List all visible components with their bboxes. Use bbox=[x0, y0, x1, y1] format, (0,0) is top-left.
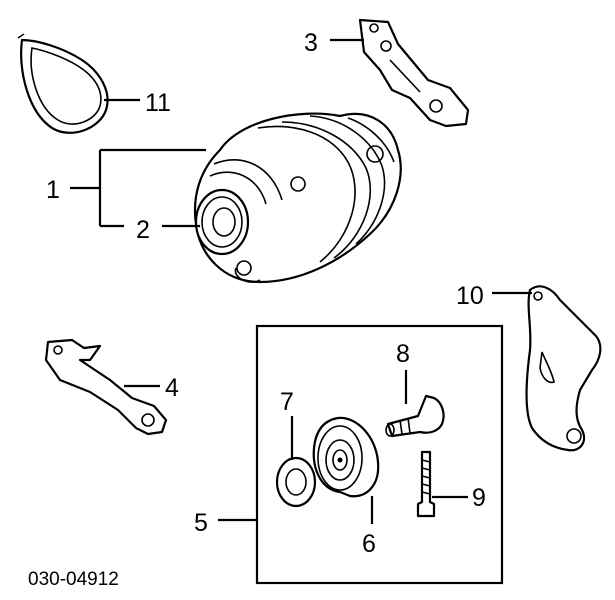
callout-9: 9 bbox=[472, 484, 486, 512]
callout-11: 11 bbox=[145, 89, 171, 117]
idler-pulley bbox=[312, 416, 380, 498]
lower-bracket bbox=[44, 338, 168, 436]
callout-5: 5 bbox=[194, 509, 208, 537]
idler-pulley-kit-box bbox=[255, 324, 504, 585]
callout-6: 6 bbox=[362, 530, 376, 558]
drive-belt bbox=[17, 33, 109, 134]
mounting-bolt bbox=[416, 450, 436, 518]
callout-7: 7 bbox=[280, 388, 294, 416]
side-bracket bbox=[525, 285, 602, 452]
callout-4: 4 bbox=[165, 374, 179, 402]
callout-10: 10 bbox=[456, 282, 484, 310]
callout-8: 8 bbox=[396, 340, 410, 368]
callout-2: 2 bbox=[136, 216, 150, 244]
callout-1: 1 bbox=[46, 176, 60, 204]
alternator-pulley bbox=[194, 159, 283, 256]
diagram-code: 030-04912 bbox=[28, 569, 119, 590]
upper-bracket bbox=[358, 18, 470, 128]
callout-3: 3 bbox=[304, 29, 318, 57]
alternator bbox=[193, 112, 402, 284]
pulley-bolt bbox=[385, 394, 445, 438]
leader-lines bbox=[70, 38, 532, 524]
washer bbox=[275, 456, 317, 508]
